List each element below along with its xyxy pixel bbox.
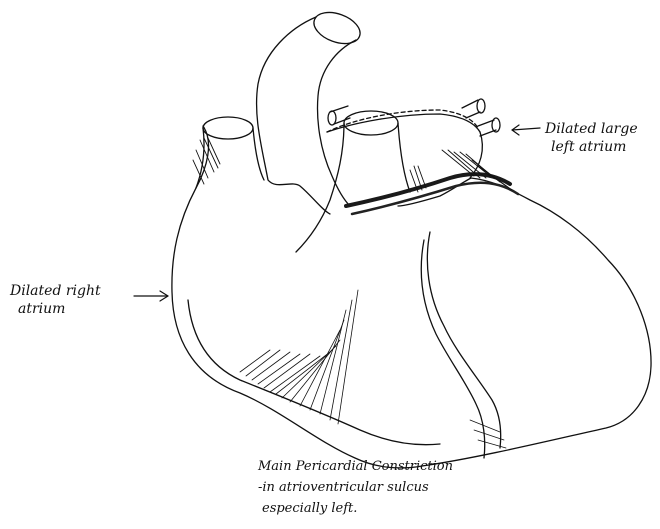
label-dilated-right-atrium: Dilated right atrium xyxy=(10,282,101,318)
label-arrows xyxy=(134,125,540,301)
caption-line2: -in atrioventricular sulcus xyxy=(258,477,453,498)
pulmonary-artery-body xyxy=(296,123,410,252)
caption-line3: especially left. xyxy=(258,498,453,519)
interventricular-groove-2 xyxy=(421,240,484,458)
pulmonary-vein-1-end xyxy=(328,111,336,125)
caption-pericardial-constriction: Main Pericardial Constriction -in atriov… xyxy=(258,456,453,519)
label-right-atrium-line1: Dilated right xyxy=(10,282,101,300)
caption-line1: Main Pericardial Constriction xyxy=(258,456,453,477)
aorta-opening xyxy=(310,7,365,50)
vena-cava-top xyxy=(203,117,253,139)
label-right-atrium-line2: atrium xyxy=(10,300,101,318)
pulmonary-artery-top xyxy=(344,111,398,135)
arrow-left-atrium xyxy=(512,128,540,130)
label-left-atrium-line1: Dilated large xyxy=(545,120,638,138)
pulmonary-vein-2-end xyxy=(477,99,485,113)
aortic-arch xyxy=(257,17,356,214)
label-dilated-left-atrium: Dilated large left atrium xyxy=(545,120,638,156)
heart-outline xyxy=(172,126,651,468)
vena-cava-body xyxy=(196,128,264,188)
interventricular-groove-1 xyxy=(427,232,500,448)
pulmonary-vein-1 xyxy=(330,106,350,124)
left-atrium-dome xyxy=(327,110,478,132)
av-sulcus-band xyxy=(346,174,510,206)
label-left-atrium-line2: left atrium xyxy=(545,138,638,156)
